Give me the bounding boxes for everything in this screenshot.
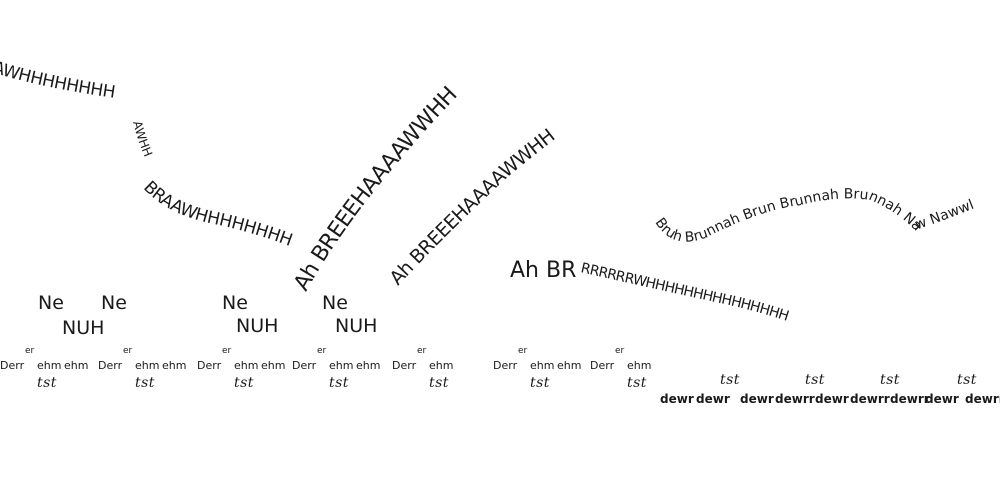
tst-label: tst: [627, 375, 647, 391]
ne-label: Ne: [38, 292, 64, 314]
ehm-label: ehm: [429, 359, 454, 372]
brunnah-text: Bruh Brunnah Brun Brunnah Brunnah Naw Na…: [652, 186, 977, 246]
dewr-word: dewr: [815, 392, 849, 406]
derr-label: Derr: [98, 359, 123, 372]
nuh-label: NUH: [335, 315, 378, 337]
er-label: er: [417, 346, 427, 356]
derr-label: Derr: [197, 359, 222, 372]
derr-label: Derr: [0, 359, 25, 372]
ne-label: Ne: [101, 292, 127, 314]
dewr-word: dewrr: [965, 392, 1000, 406]
nuh-label: NUH: [62, 317, 105, 339]
awh-top-path-text: AWHHHHHHHH: [0, 58, 117, 103]
brunnah-path-text: Bruh Brunnah Brun Brunnah Brunnah Naw Na…: [652, 186, 977, 246]
dewr-word: dewrr: [850, 392, 890, 406]
tst-label: tst: [880, 372, 900, 388]
derr-label: Derr: [493, 359, 518, 372]
derr-label: Derr: [392, 359, 417, 372]
tst-label: tst: [135, 375, 155, 391]
ehm-label: ehm: [356, 359, 381, 372]
dewr-word: dewrr: [775, 392, 815, 406]
tst-label: tst: [530, 375, 550, 391]
awh-mid-text: AWHH: [130, 119, 155, 159]
tst-label: tst: [234, 375, 254, 391]
dewr-word: dewr: [925, 392, 959, 406]
er-label: er: [123, 346, 133, 356]
breeeh-text-1: Ah BREEEHAAAAWWHH: [289, 83, 462, 295]
dewr-word: dewr: [660, 392, 694, 406]
brrr-tail-text: RRRRRRWHHHHHHHHHHHHHHH: [579, 260, 790, 324]
tst-label: tst: [805, 372, 825, 388]
tst-label: tst: [957, 372, 977, 388]
er-label: er: [25, 346, 35, 356]
braawh-path-text: BRAAWHHHHHHHH: [139, 177, 295, 250]
awh-mid-path-text: AWHH: [130, 119, 155, 159]
tst-label: tst: [720, 372, 740, 388]
ehm-label: ehm: [37, 359, 62, 372]
nuh-label: NUH: [236, 315, 279, 337]
ehm-label: ehm: [234, 359, 259, 372]
tst-label: tst: [37, 375, 57, 391]
tst-label: tst: [429, 375, 449, 391]
ehm-label: ehm: [64, 359, 89, 372]
ehm-label: ehm: [329, 359, 354, 372]
breeeh-path-text-1: Ah BREEEHAAAAWWHH: [289, 83, 462, 295]
ah-br-text: Ah BR: [510, 258, 576, 283]
tst-label: tst: [329, 375, 349, 391]
er-label: er: [317, 346, 327, 356]
derr-label: Derr: [292, 359, 317, 372]
ehm-label: ehm: [162, 359, 187, 372]
dewr-word: dewr: [696, 392, 730, 406]
er-label: er: [222, 346, 232, 356]
ehm-label: ehm: [135, 359, 160, 372]
er-label: er: [518, 346, 528, 356]
dewr-word: dewrr: [890, 392, 930, 406]
brrr-tail-path-text: RRRRRRWHHHHHHHHHHHHHHH: [579, 260, 791, 324]
ehm-label: ehm: [261, 359, 286, 372]
braawh-text: BRAAWHHHHHHHH: [139, 177, 294, 250]
er-label: er: [615, 346, 625, 356]
derr-label: Derr: [590, 359, 615, 372]
ehm-label: ehm: [627, 359, 652, 372]
awh-top-text: AWHHHHHHHH: [0, 58, 116, 103]
ne-label: Ne: [322, 292, 348, 314]
dewr-word: dewr: [740, 392, 774, 406]
ne-label: Ne: [222, 292, 248, 314]
ehm-label: ehm: [530, 359, 555, 372]
ehm-label: ehm: [557, 359, 582, 372]
